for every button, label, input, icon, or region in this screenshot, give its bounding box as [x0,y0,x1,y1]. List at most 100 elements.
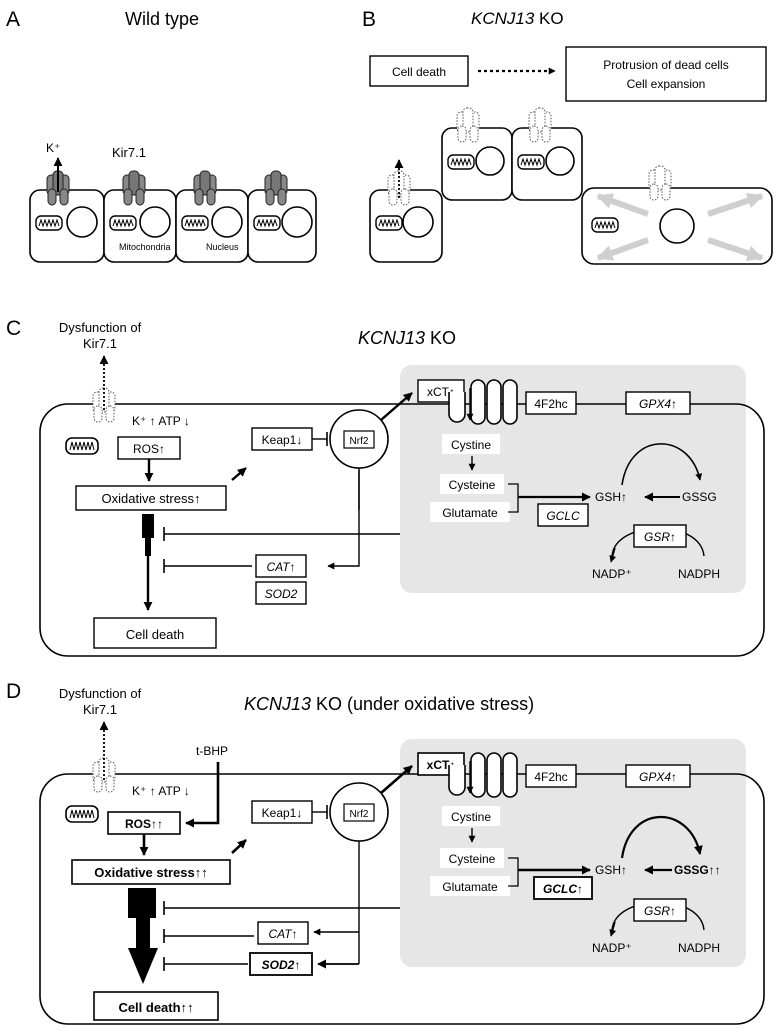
nadp-label: NADP⁺ [592,941,632,955]
stress-to-death-shaft [139,944,147,952]
outcome-line-1: Protrusion of dead cells [603,58,728,72]
mitochondrion-icon [447,154,475,170]
gsh-oxidation-arc [620,816,703,859]
cystine-box [442,806,500,826]
panel-b-letter: B [362,8,376,31]
panel-c-title-rest: KO [425,328,456,348]
panel-c: C KCNJ13 KO Dysfunction of Kir7.1 K⁺ ↑ A… [6,317,765,657]
panel-d-title-rest: KO (under oxidative stress) [311,694,534,714]
cell-outline [39,403,765,657]
oxidative-stress-label: Oxidative stress↑ [102,491,201,506]
gpx4-box [625,391,691,415]
outcome-box [565,46,767,102]
nucleus-icon [66,206,98,238]
expansion-arrow [596,237,650,261]
dysfunction-label-line1: Dysfunction of [59,320,142,335]
panel-b-title: KCNJ13 KO [471,9,564,28]
oxidative-stress-label: Oxidative stress↑↑ [94,865,207,880]
ko-cell-row [369,107,773,265]
dysfunction-label-line1: Dysfunction of [59,686,142,701]
nadph-label: NADPH [678,941,720,955]
glutamate-label: Glutamate [442,880,498,894]
cystine-label: Cystine [451,438,491,452]
sod2-label: SOD2 [265,587,298,601]
cat-box [257,921,309,945]
expansion-arrow [707,237,764,262]
gsr-label: GSR↑ [644,904,676,918]
mitochondrion-icon [375,215,403,231]
stress-bar-thick [128,888,156,918]
panel-d-title: KCNJ13 KO (under oxidative stress) [244,694,534,714]
cell-death-box [93,617,217,649]
gpx4-label: GPX4↑ [639,770,677,784]
panel-d-title-gene: KCNJ13 [244,694,311,714]
nrf2-box [343,803,375,822]
gclc-box [537,503,589,527]
outcome-line-2: Cell expansion [627,77,706,91]
panel-c-letter: C [6,317,21,340]
oxidative-stress-box [71,859,231,885]
panel-b-title-gene: KCNJ13 [471,9,535,28]
nrf2-to-cat-sod2-arrow [327,468,360,570]
k-atp-label: K⁺ ↑ ATP ↓ [132,784,190,798]
glutamate-box [430,876,510,896]
sod2-box [255,581,307,605]
k-ion-label: K⁺ [46,141,60,155]
panel-b: B KCNJ13 KO Cell death Protrusion of dea… [362,8,773,265]
cysteine-label: Cysteine [449,478,496,492]
ros-label: ROS↑ [133,442,165,456]
dysfunction-label-line2: Kir7.1 [83,336,117,351]
nucleus-icon [211,206,243,238]
expansion-arrow [707,192,764,217]
cell-death-label: Cell death↑↑ [118,1000,193,1015]
keap1-label: Keap1↓ [262,806,303,820]
stress-bar-thin [145,538,151,556]
nucleus-icon [545,146,575,176]
nucleus-icon [659,208,695,244]
expansion-arrow [596,193,650,217]
ros-label: ROS↑↑ [125,817,163,831]
4f2hc-box [525,391,577,415]
glutamate-label: Glutamate [442,506,498,520]
cysteine-box [440,474,504,494]
gsr-label: GSR↑ [644,530,676,544]
gssg-label: GSSG↑↑ [674,863,721,877]
cysteine-label: Cysteine [449,852,496,866]
cat-label: CAT↑ [266,560,295,574]
nucleus-icon [402,206,434,238]
sod2-label: SOD2↑ [262,958,301,972]
stress-bar-thick [142,514,154,538]
panel-b-title-rest: KO [534,9,563,28]
gsr-box [633,524,687,548]
gsr-box [633,898,687,922]
kir71-label: Kir7.1 [112,145,146,160]
stress-to-keap1-arrow [231,467,247,481]
nrf2-label: Nrf2 [350,809,369,820]
mitochondrion-icon [517,154,545,170]
xct-label: xCT↑ [427,758,456,772]
nrf2-label: Nrf2 [350,436,369,447]
gpx4-box [625,764,691,788]
glutamate-box [430,502,510,522]
xct-label: xCT↑ [427,385,455,399]
gclc-label: GCLC [546,509,580,523]
nadp-label: NADP⁺ [592,567,632,581]
gpx4-label: GPX4↑ [639,397,677,411]
nucleus-icon [281,206,313,238]
panel-a-title: Wild type [125,9,199,29]
mitochondrion-icon [181,215,209,231]
cell-death-label: Cell death [126,627,185,642]
gsh-oxidation-arc [621,443,703,486]
nucleus-icon [475,146,505,176]
cell-death-label: Cell death [392,65,446,79]
k-atp-label: K⁺ ↑ ATP ↓ [132,414,190,428]
cysteine-box [440,848,504,868]
stress-to-keap1-arrow [231,839,247,854]
cystine-label: Cystine [451,810,491,824]
panel-a: A Wild type K⁺ Kir7.1 Mitochondria Nucle… [6,8,317,263]
nadph-label: NADPH [678,567,720,581]
cat-box [255,554,307,578]
4f2hc-label: 4F2hc [534,397,567,411]
keap1-label: Keap1↓ [262,433,303,447]
